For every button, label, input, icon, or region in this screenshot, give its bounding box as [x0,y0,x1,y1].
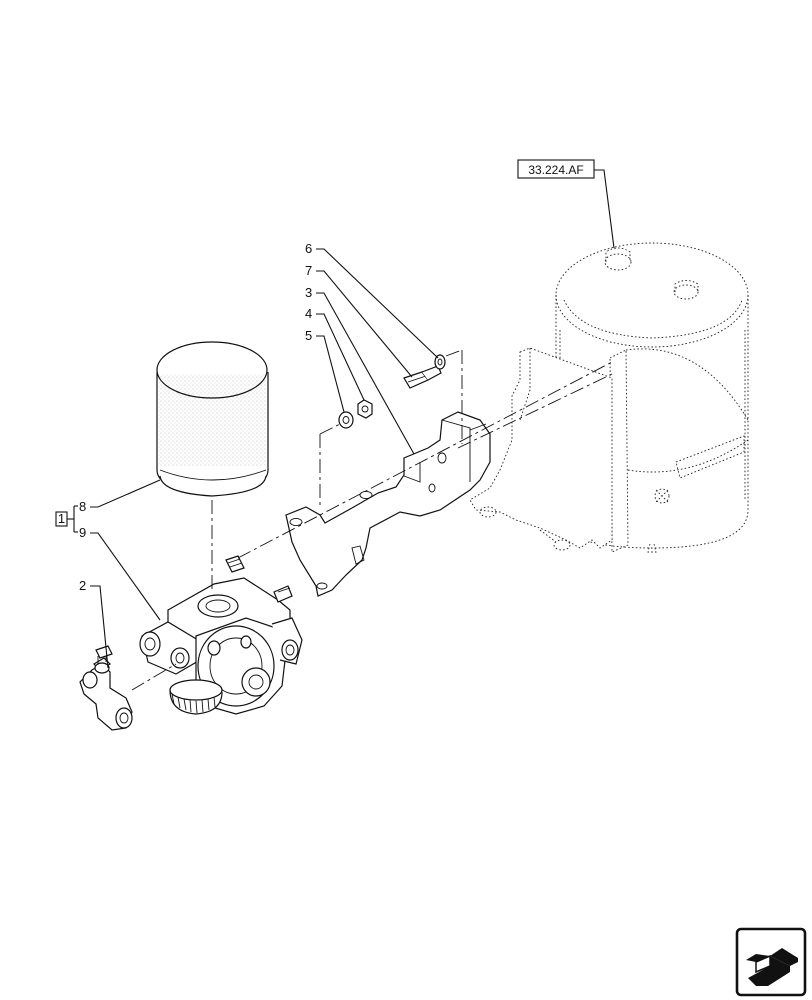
callout-9: 9 [79,525,161,621]
elbow-fitting [79,645,133,731]
callout-2: 2 [79,578,109,669]
washer-5 [338,411,354,429]
svg-text:5: 5 [305,328,312,343]
callout-7: 7 [305,263,413,378]
washer-6 [434,354,446,370]
svg-text:1: 1 [58,511,65,526]
callout-5: 5 [305,328,345,413]
mounting-bracket [285,411,491,597]
callout-6: 6 [305,241,439,359]
svg-text:9: 9 [79,525,86,540]
svg-text:7: 7 [305,263,312,278]
svg-text:2: 2 [79,578,86,593]
svg-text:3: 3 [305,285,312,300]
next-page-arrow-icon[interactable] [735,927,807,997]
nut-4 [357,399,373,419]
svg-text:8: 8 [79,499,86,514]
reference-tag[interactable]: 33.224.AF [517,159,615,249]
bolt-7 [403,365,442,389]
callout-4: 4 [305,306,365,401]
callout-8: 8 [79,479,161,514]
reference-label: 33.224.AF [528,163,583,177]
air-tank-reference [469,242,749,553]
assembly-centerlines [131,349,613,691]
callout-group-1: 1 [55,505,78,533]
callout-3: 3 [305,285,415,455]
filter-cartridge [156,341,269,497]
air-dryer-valve [139,555,303,715]
svg-text:6: 6 [305,241,312,256]
svg-text:4: 4 [305,306,312,321]
